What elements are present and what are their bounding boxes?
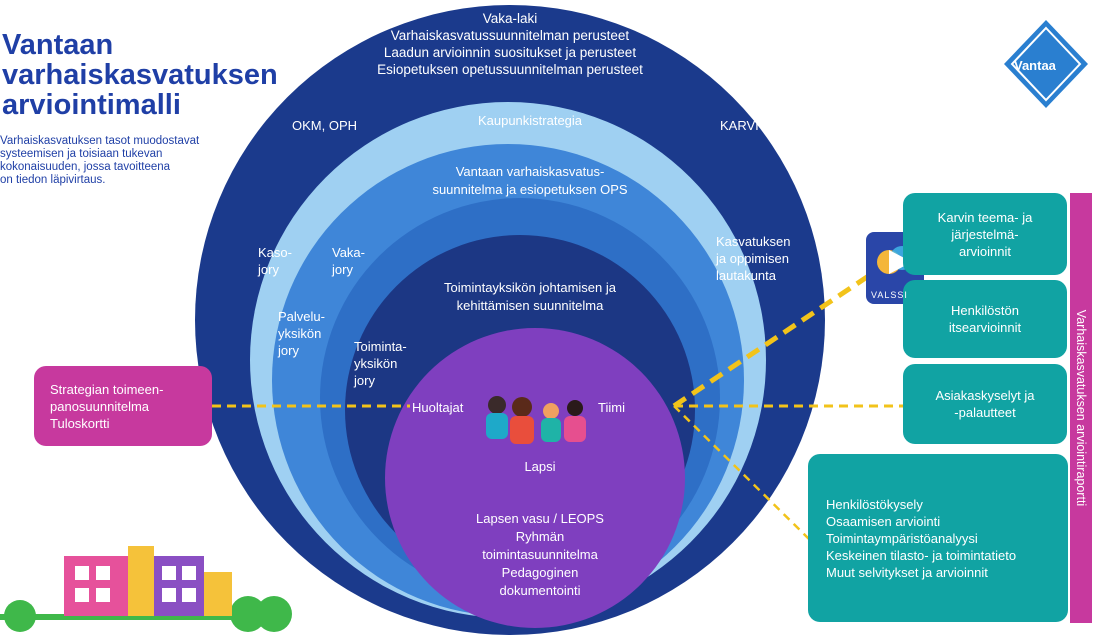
- strategy-box: Strategian toimeen- panosuunnitelma Tulo…: [34, 366, 212, 446]
- connector-staff: [673, 405, 811, 541]
- subtitle-line: systeemisen ja toisiaan tukevan: [0, 148, 163, 160]
- committee-label: Kasvatuksen ja oppimisen lautakunta: [716, 234, 791, 283]
- child-docs-label: Lapsen vasu / LEOPS Ryhmän toimintasuunn…: [476, 511, 604, 598]
- title-line: Vantaan: [2, 29, 114, 61]
- karvi-eval-box: Karvin teema- ja järjestelmä- arvioinnit: [903, 193, 1067, 275]
- connector-valssi: [672, 272, 872, 409]
- karvi-label: KARVI: [720, 118, 759, 133]
- title-line: arviointimalli: [2, 89, 181, 121]
- kaso-jory-label: Kaso- jory: [258, 245, 292, 277]
- buildings-illustration: [0, 546, 292, 632]
- page-title: Vantaan varhaiskasvatuksen arviointimall…: [2, 30, 278, 120]
- city-strategy-label: Kaupunkistrategia: [477, 113, 583, 128]
- report-bar: [1070, 193, 1092, 623]
- children-illustration: [486, 396, 586, 444]
- team-label: Tiimi: [598, 400, 625, 415]
- palvelu-jory-label: Palvelu- yksikön jory: [278, 309, 325, 358]
- subtitle-line: on tiedon läpivirtaus.: [0, 174, 106, 186]
- customer-survey-box: Asiakaskyselyt ja -palautteet: [903, 364, 1067, 444]
- national-guidance-label: Vaka-laki Varhaiskasvatussuunnitelman pe…: [377, 11, 643, 77]
- page-subtitle: Varhaiskasvatuksen tasot muodostavat sys…: [0, 135, 250, 187]
- vaka-jory-label: Vaka- jory: [332, 245, 365, 277]
- unit-board-label: Toiminta- yksikön jory: [354, 339, 407, 388]
- title-line: varhaiskasvatuksen: [2, 59, 278, 91]
- unit-plan-label: Toimintayksikön johtamisen ja kehittämis…: [444, 280, 616, 313]
- okm-oph-label: OKM, OPH: [292, 118, 358, 133]
- guardians-label: Huoltajat: [412, 400, 464, 415]
- ring-child: [385, 328, 685, 628]
- report-label: Varhaiskasvatuksen arviointiraportti: [1074, 309, 1088, 507]
- staff-eval-box: Henkilöstökysely Osaamisen arviointi Toi…: [808, 454, 1068, 622]
- vantaa-plan-label: Vantaan varhaiskasvatus- suunnitelma ja …: [432, 164, 628, 197]
- self-eval-box: Henkilöstön itsearvioinnit: [903, 280, 1067, 358]
- child-label: Lapsi: [524, 459, 556, 474]
- subtitle-line: Varhaiskasvatuksen tasot muodostavat: [0, 135, 200, 147]
- subtitle-line: kokonaisuuden, jossa tavoitteena: [0, 161, 171, 173]
- valssi-logo-text: VALSSI: [871, 290, 908, 300]
- vantaa-logo: [1004, 20, 1088, 108]
- vantaa-logo-text: Vantaa: [1014, 58, 1056, 73]
